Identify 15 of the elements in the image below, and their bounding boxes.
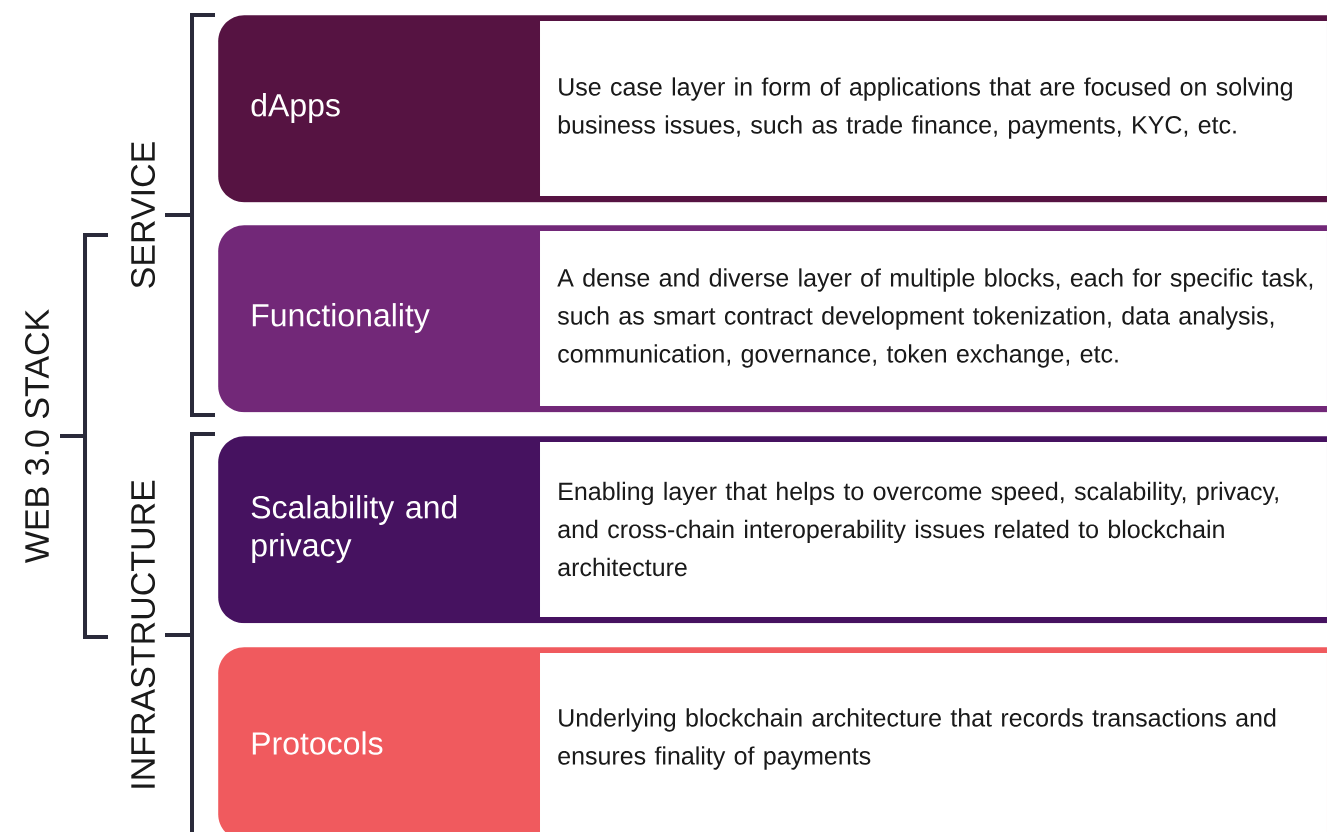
layer-band bbox=[218, 15, 1327, 203]
bracket-label: INFRASTRUCTURE bbox=[130, 480, 156, 788]
layer-band bbox=[218, 225, 1327, 413]
layer-title: dApps bbox=[251, 93, 340, 123]
layer-title: Scalability and privacy bbox=[251, 495, 457, 563]
bracket-label: WEB 3.0 STACK bbox=[24, 309, 50, 564]
layer-title: Functionality bbox=[252, 303, 430, 333]
layer-band bbox=[218, 436, 1327, 624]
layer-description: Enabling layer that helps to overcome speed, scalability, privacy, and cross-chain interoperability issues related to blockchain architecture bbox=[558, 481, 1278, 577]
layer-title: Protocols bbox=[252, 731, 383, 755]
layer-description: Underlying blockchain architecture that records transactions and ensures finality of payments bbox=[558, 708, 1276, 770]
layer-description: A dense and diverse layer of multiple blocks, each for specific task, such as smart contract development tokenization, data analysis, communication, governance, token exchange, etc. bbox=[557, 268, 1313, 368]
layer-description: Use case layer in form of applications that are focused on solving business issues, such as trade finance, payments, KYC, etc. bbox=[558, 77, 1292, 139]
bracket-label: SERVICE bbox=[130, 142, 156, 288]
layer-band bbox=[218, 647, 1327, 832]
